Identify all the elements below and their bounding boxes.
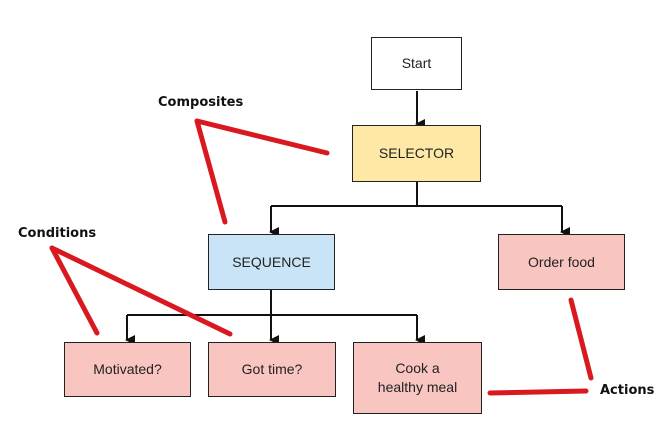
actions-annotation: Actions <box>600 383 655 398</box>
conditions-pointer-to-motivated <box>49 245 100 336</box>
composites-pointer-to-selector <box>194 118 330 156</box>
composites-annotation: Composites <box>158 95 244 110</box>
cook-meal-node-label-line2: healthy meal <box>377 379 458 395</box>
motivated-node-label: Motivated? <box>93 361 162 378</box>
order-food-node-label: Order food <box>528 253 595 270</box>
start-node: Start <box>371 37 462 90</box>
motivated-node: Motivated? <box>64 342 191 397</box>
got-time-node-label: Got time? <box>241 361 303 378</box>
conditions-annotation: Conditions <box>18 226 97 241</box>
got-time-node: Got time? <box>208 342 336 397</box>
start-node-label: Start <box>401 55 432 72</box>
sequence-node-label: SEQUENCE <box>232 253 311 270</box>
selector-node-label: SELECTOR <box>378 145 455 162</box>
actions-pointer-to-order-food <box>568 297 594 381</box>
sequence-node: SEQUENCE <box>208 234 335 290</box>
cook-meal-node: Cook a healthy meal <box>353 342 482 414</box>
order-food-node: Order food <box>498 234 625 290</box>
conditions-pointer-to-got-time <box>49 245 233 337</box>
tree-connectors <box>125 91 570 345</box>
selector-node: SELECTOR <box>352 125 481 182</box>
cook-meal-node-label-line1: Cook a <box>395 360 440 377</box>
actions-pointer-to-cook-meal <box>487 388 589 396</box>
composites-pointer-to-sequence <box>194 118 228 225</box>
annotation-strokes <box>49 118 594 396</box>
